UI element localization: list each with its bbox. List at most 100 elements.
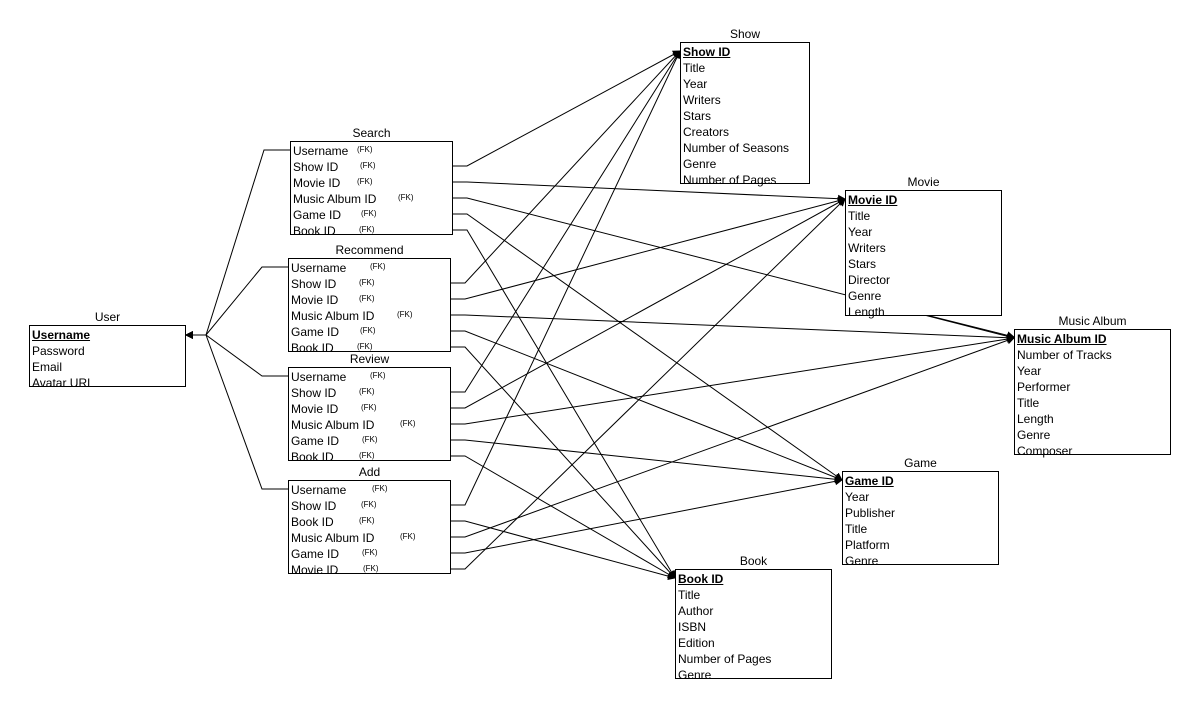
entity-attribute: Length <box>846 304 1001 320</box>
attribute-label: Movie ID <box>291 402 339 416</box>
attribute-label: Year <box>848 225 873 239</box>
attribute-label: Length <box>1017 412 1054 426</box>
entity-attribute: Stars <box>681 108 809 124</box>
entity-attribute: Performer <box>1015 379 1170 395</box>
attribute-label: Password <box>32 344 85 358</box>
entity-attribute: Writers <box>846 240 1001 256</box>
entity-attribute: Title <box>1015 395 1170 411</box>
entity-attribute: Genre <box>676 667 831 683</box>
entity-attribute: Genre <box>1015 427 1170 443</box>
entity-attribute: Music Album ID(FK) <box>291 191 452 207</box>
entity-attribute: Game ID(FK) <box>289 324 450 340</box>
entity-attribute: Title <box>681 60 809 76</box>
attribute-label: Game ID <box>291 325 340 339</box>
entity-attribute: Show ID(FK) <box>289 498 450 514</box>
entity-attribute: Title <box>846 208 1001 224</box>
entity-attribute: Avatar URL <box>30 375 185 391</box>
attribute-label: Year <box>1017 364 1042 378</box>
foreign-key-tag: (FK) <box>361 403 377 412</box>
entity-title: Music Album <box>1058 314 1127 328</box>
user-connector-line <box>185 331 288 377</box>
entity-attribute: Book ID(FK) <box>289 449 450 465</box>
entity-attribute: Composer <box>1015 443 1170 459</box>
attribute-label: Genre <box>1017 428 1051 442</box>
entity-title: Movie <box>907 175 940 189</box>
attribute-label: ISBN <box>678 620 707 634</box>
entity-attribute: Movie ID (FK) <box>289 401 450 417</box>
primary-key-attribute: Username <box>30 327 185 343</box>
entity-attribute: Movie ID(FK) <box>289 562 450 578</box>
attribute-label: Genre <box>848 289 882 303</box>
attribute-label: Performer <box>1017 380 1071 394</box>
entity-attribute: Year <box>846 224 1001 240</box>
attribute-label: Music Album ID <box>291 309 375 323</box>
attribute-label: Movie ID <box>291 293 339 307</box>
foreign-key-tag: (FK) <box>359 225 375 234</box>
foreign-key-tag: (FK) <box>397 310 413 319</box>
entity-attribute: Book ID(FK) <box>289 340 450 356</box>
foreign-key-tag: (FK) <box>357 177 373 186</box>
attribute-label: Publisher <box>845 506 896 520</box>
attribute-label: Number of Pages <box>678 652 772 666</box>
foreign-key-tag: (FK) <box>370 371 386 380</box>
entity-title: Add <box>358 465 381 479</box>
foreign-key-tag: (FK) <box>363 564 379 573</box>
attribute-label: Game ID <box>845 474 894 488</box>
entity-attribute: Book ID (FK) <box>291 223 452 239</box>
attribute-label: Book ID <box>293 224 336 238</box>
entity-attribute: ISBN <box>676 619 831 635</box>
entity-attribute: Show ID(FK) <box>289 276 450 292</box>
attribute-label: Edition <box>678 636 715 650</box>
attribute-label: Game ID <box>291 434 340 448</box>
entity-attribute: Title <box>676 587 831 603</box>
entity-title: Show <box>729 27 761 41</box>
entity-attribute: Title <box>843 521 998 537</box>
entity-recommend[interactable]: Recommend Username(FK)Show ID(FK)Movie I… <box>288 243 451 355</box>
relationship-line <box>451 330 843 482</box>
entity-add[interactable]: Add Username(FK)Show ID(FK)Book ID(FK)Mu… <box>288 465 451 577</box>
foreign-key-tag: (FK) <box>400 419 416 428</box>
attribute-label: Author <box>678 604 714 618</box>
relationship-line <box>451 336 1015 538</box>
entity-attribute: Movie ID (FK) <box>289 292 450 308</box>
entity-title: Review <box>349 352 390 366</box>
relationship-line <box>451 346 676 579</box>
entity-attribute: Music Album ID(FK) <box>289 530 450 546</box>
attribute-label: Title <box>845 522 868 536</box>
attribute-label: Email <box>32 360 63 374</box>
relationship-line <box>451 50 681 284</box>
primary-key-attribute: Game ID <box>843 473 998 489</box>
attribute-label: Music Album ID <box>291 531 375 545</box>
attribute-label: Year <box>683 77 708 91</box>
entity-attribute: Year <box>1015 363 1170 379</box>
entity-box: Username(FK)Show ID(FK)Movie ID(FK)Music… <box>290 141 453 238</box>
entity-attribute: Number of Pages <box>676 651 831 667</box>
entity-review[interactable]: Review Username(FK)Show ID(FK)Movie ID(F… <box>288 352 451 464</box>
foreign-key-tag: (FK) <box>398 193 414 202</box>
relationship-line <box>451 477 843 554</box>
attribute-label: Composer <box>1017 444 1073 458</box>
foreign-key-tag: (FK) <box>359 451 375 460</box>
attribute-label: Genre <box>845 554 879 568</box>
relationship-line <box>451 50 681 393</box>
relationship-line <box>929 315 1015 340</box>
entity-attribute: Game ID(FK) <box>289 546 450 562</box>
foreign-key-tag: (FK) <box>370 262 386 271</box>
entity-search[interactable]: Search Username(FK)Show ID(FK)Movie ID(F… <box>290 126 453 238</box>
foreign-key-tag: (FK) <box>359 294 375 303</box>
attribute-label: Number of Tracks <box>1017 348 1112 362</box>
entity-attribute: Show ID(FK) <box>289 385 450 401</box>
entity-attribute: Creators <box>681 124 809 140</box>
attribute-label: Writers <box>683 93 721 107</box>
